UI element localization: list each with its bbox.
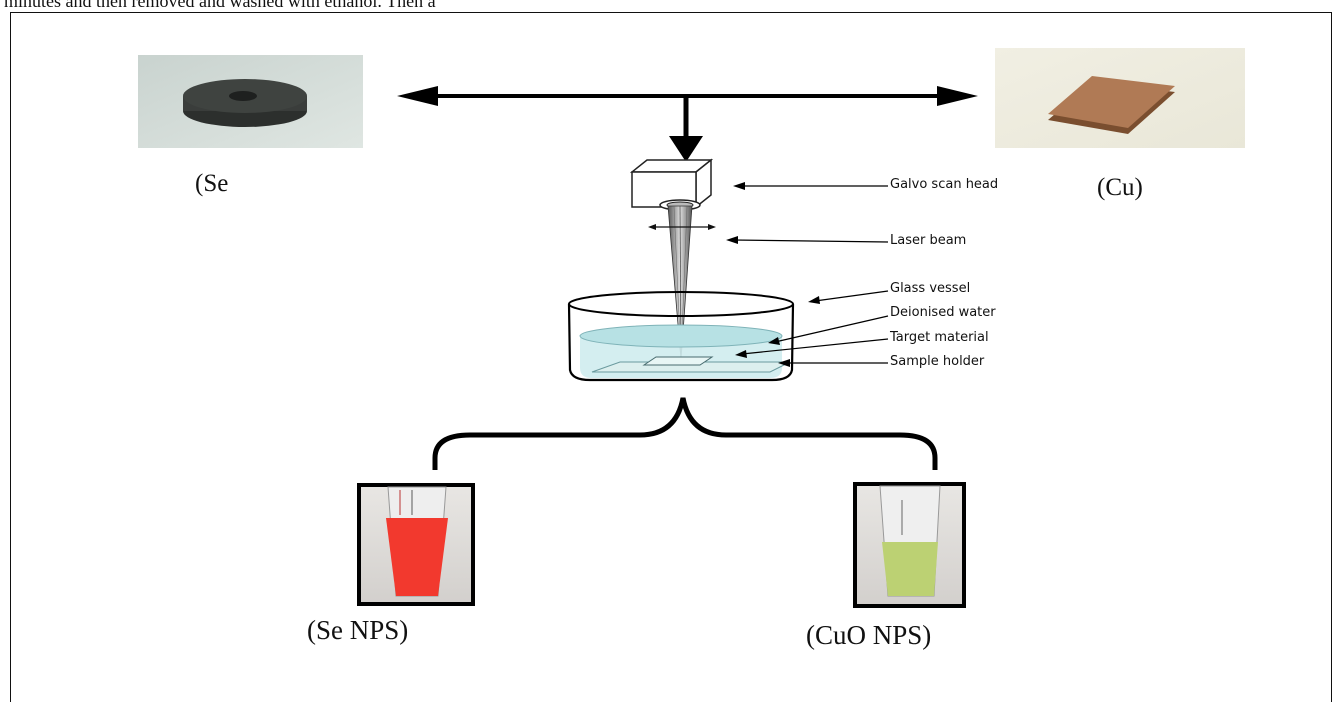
target-material (642, 356, 714, 366)
galvo-scan-head-label: Galvo scan head (890, 177, 999, 192)
cu-target-photo (995, 48, 1245, 148)
figure-frame (10, 12, 1332, 702)
glass-vessel (567, 291, 795, 382)
cuo-nps-label: (CuO NPS) (806, 620, 932, 650)
cuo-nps-solution (882, 542, 938, 596)
cu-target-plate (1048, 76, 1175, 128)
product-brace (432, 397, 938, 470)
source-selection-arrow (397, 86, 978, 162)
cuo-nps-tube-photo (853, 482, 966, 608)
se-nps-label: (Se NPS) (307, 615, 409, 645)
se-source-label: (Se (195, 170, 229, 197)
laser-ablation-diagram (138, 48, 1245, 608)
callout-arrows (726, 182, 889, 367)
scan-direction-arrow (648, 224, 716, 230)
target-material-label: Target material (890, 330, 989, 345)
laser-beam-label: Laser beam (890, 233, 967, 248)
se-nps-tube-photo (357, 483, 475, 606)
sample-holder-label: Sample holder (890, 354, 985, 369)
cu-source-label: (Cu) (1097, 174, 1143, 201)
glass-vessel-label: Glass vessel (890, 281, 971, 296)
se-nps-solution (386, 518, 448, 596)
se-target-photo (138, 55, 363, 148)
galvo-scan-head (629, 158, 714, 211)
page-top-text: minutes and then removed and washed with… (4, 0, 436, 11)
deionised-water-label: Deionised water (890, 305, 996, 320)
